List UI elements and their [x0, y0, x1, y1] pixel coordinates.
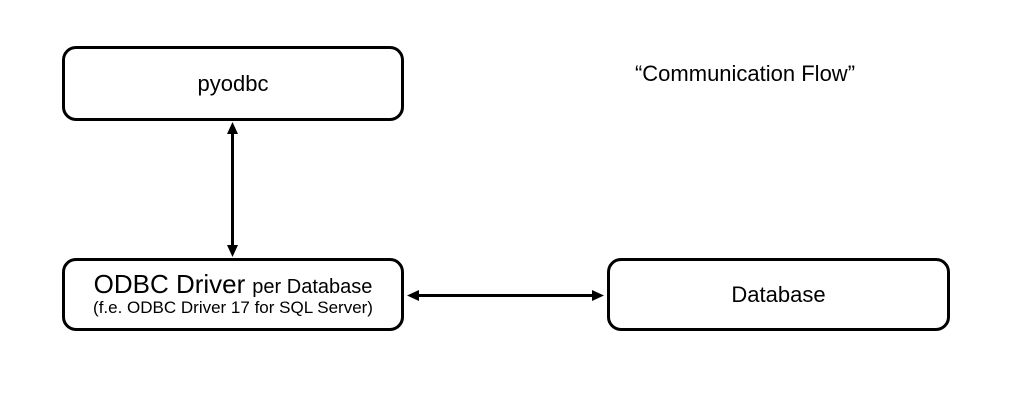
- node-pyodbc: pyodbc: [62, 46, 404, 121]
- node-pyodbc-label: pyodbc: [197, 70, 269, 96]
- node-database-label: Database: [731, 281, 826, 307]
- node-database: Database: [607, 258, 950, 331]
- node-odbc-driver-title: ODBC Driver: [93, 268, 246, 299]
- arrow-odbc-driver-database: [407, 290, 604, 301]
- arrow-pyodbc-odbc-driver: [227, 122, 238, 257]
- arrow-down-head-icon: [227, 245, 238, 257]
- node-odbc-driver: ODBC Driver per Database (f.e. ODBC Drive…: [62, 258, 404, 331]
- arrow-left-head-icon: [407, 290, 419, 301]
- arrow-up-head-icon: [227, 122, 238, 134]
- diagram-title: “Communication Flow”: [634, 61, 856, 86]
- node-odbc-driver-subtitle: per Database: [252, 275, 373, 298]
- node-odbc-driver-line1: ODBC Driver per Database: [93, 268, 373, 299]
- arrow-right-head-icon: [592, 290, 604, 301]
- node-odbc-driver-detail: (f.e. ODBC Driver 17 for SQL Server): [93, 297, 373, 317]
